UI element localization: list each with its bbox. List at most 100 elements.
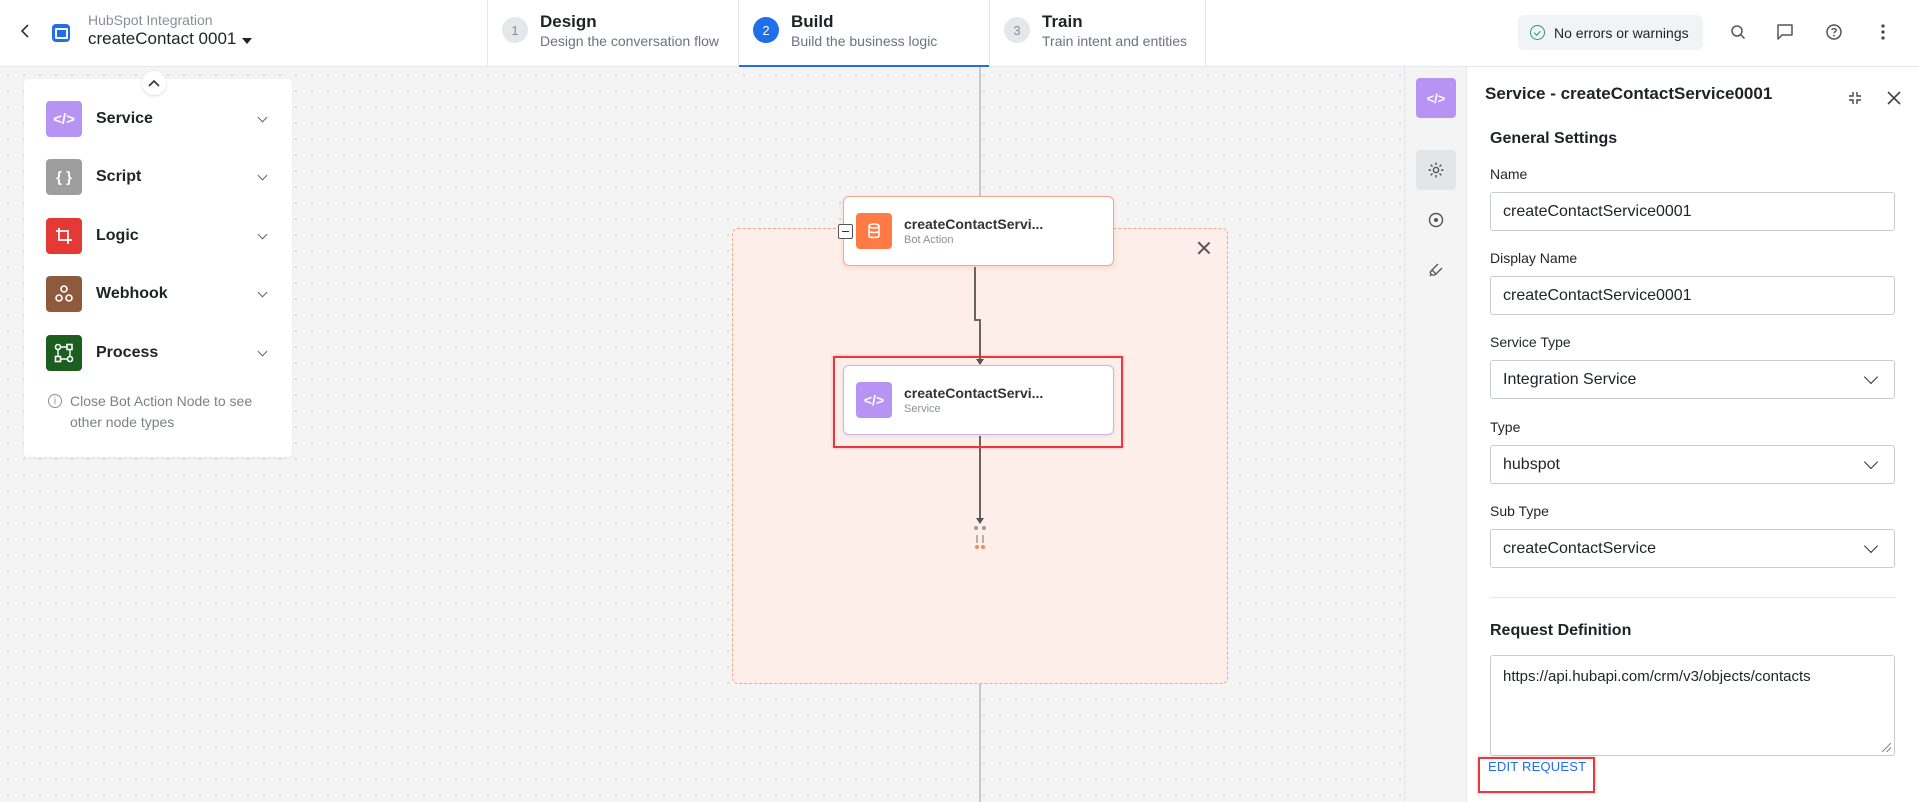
help-icon — [1826, 24, 1842, 40]
step-number: 1 — [502, 17, 528, 43]
type-select[interactable]: hubspot — [1490, 445, 1895, 484]
top-header: HubSpot Integration createContact 0001 1… — [0, 0, 1919, 68]
name-input[interactable]: createContactService0001 — [1490, 192, 1895, 231]
chevron-down-icon — [1863, 538, 1879, 553]
close-panel-button[interactable] — [1883, 87, 1905, 109]
panel-title: Service - createContactService0001 — [1485, 84, 1773, 103]
palette-item-logic[interactable]: Logic — [46, 218, 274, 254]
chevron-down-icon — [257, 287, 268, 297]
step-tabs: 1 Design Design the conversation flow 2 … — [487, 0, 1206, 68]
search-icon — [1731, 25, 1746, 40]
chat-button[interactable] — [1773, 20, 1797, 44]
service-type-select[interactable]: Integration Service — [1490, 360, 1895, 399]
request-url-textarea[interactable]: https://api.hubapi.com/crm/v3/objects/co… — [1490, 655, 1895, 756]
braces-icon: { } — [46, 159, 82, 195]
flow-canvas[interactable]: </> Service { } Script Logic Webhook — [0, 67, 1404, 802]
code-icon: </> — [1416, 78, 1456, 118]
app-icon — [52, 24, 70, 42]
collapse-node-button[interactable] — [838, 224, 853, 239]
more-options-button[interactable] — [1871, 20, 1895, 44]
node-subtitle: Bot Action — [904, 234, 954, 246]
palette-item-service[interactable]: </> Service — [46, 101, 274, 137]
node-subtitle: Service — [904, 403, 941, 415]
general-settings-heading: General Settings — [1490, 130, 1618, 147]
chevron-down-icon — [1863, 369, 1879, 384]
chevron-up-icon — [148, 79, 160, 87]
tab-train[interactable]: 3 Train Train intent and entities — [990, 0, 1206, 67]
plug-icon — [1429, 263, 1443, 277]
status-badge[interactable]: No errors or warnings — [1518, 15, 1703, 50]
step-description: Design the conversation flow — [540, 33, 719, 49]
chevron-down-icon — [257, 112, 268, 122]
app-title-dropdown[interactable]: createContact 0001 — [88, 29, 253, 49]
chevron-down-icon — [257, 229, 268, 239]
chevron-down-icon — [257, 346, 268, 356]
palette-note: i Close Bot Action Node to see other nod… — [48, 391, 278, 433]
back-button[interactable] — [14, 20, 36, 42]
collapse-palette-button[interactable] — [142, 71, 166, 95]
close-icon — [1887, 91, 1901, 105]
settings-tab[interactable] — [1416, 150, 1456, 190]
palette-item-label: Process — [96, 344, 159, 361]
gear-icon — [1428, 162, 1444, 178]
minimize-icon — [1849, 92, 1861, 104]
step-description: Train intent and entities — [1042, 33, 1188, 49]
sub-type-select[interactable]: createContactService — [1490, 529, 1895, 568]
app-subtitle: HubSpot Integration — [88, 12, 213, 28]
plug-tab[interactable] — [1416, 250, 1456, 290]
chevron-left-icon — [20, 24, 29, 38]
tab-build[interactable]: 2 Build Build the business logic — [739, 0, 990, 68]
target-icon — [1428, 212, 1444, 228]
palette-item-label: Webhook — [96, 285, 168, 302]
display-name-input[interactable]: createContactService0001 — [1490, 276, 1895, 315]
check-circle-icon — [1530, 25, 1545, 40]
edit-request-link[interactable]: EDIT REQUEST — [1488, 759, 1587, 774]
step-number: 2 — [753, 17, 779, 43]
bot-action-node[interactable]: createContactServi... Bot Action — [838, 196, 1114, 266]
request-url: https://api.hubapi.com/crm/v3/objects/co… — [1503, 668, 1811, 685]
chevron-down-icon — [1863, 454, 1879, 469]
palette-item-process[interactable]: Process — [46, 335, 274, 371]
display-name-label: Display Name — [1490, 250, 1578, 266]
connector-line — [979, 677, 981, 802]
resize-grip-icon[interactable] — [1882, 743, 1891, 752]
minimize-button[interactable] — [1844, 87, 1866, 109]
step-number: 3 — [1004, 17, 1030, 43]
code-icon: </> — [856, 382, 892, 418]
request-definition-heading: Request Definition — [1490, 622, 1632, 639]
step-title: Train — [1042, 12, 1083, 31]
service-type-value: Integration Service — [1503, 370, 1637, 388]
node-title: createContactServi... — [904, 385, 1044, 401]
palette-item-script[interactable]: { } Script — [46, 159, 274, 195]
palette-item-webhook[interactable]: Webhook — [46, 276, 274, 312]
node-palette: </> Service { } Script Logic Webhook — [24, 71, 292, 457]
name-label: Name — [1490, 166, 1528, 182]
database-icon — [856, 213, 892, 249]
webhook-icon — [46, 276, 82, 312]
palette-item-label: Logic — [96, 227, 139, 244]
node-title: createContactServi... — [904, 216, 1044, 232]
sub-type-label: Sub Type — [1490, 503, 1549, 519]
close-group-button[interactable] — [1195, 239, 1213, 257]
type-label: Type — [1490, 419, 1521, 435]
more-vertical-icon — [1881, 24, 1885, 40]
service-node[interactable]: </> createContactServi... Service — [843, 365, 1114, 435]
service-properties-panel: </> Service - createContactService0001 G… — [1404, 67, 1919, 802]
info-icon: i — [48, 394, 62, 408]
sub-type-value: createContactService — [1503, 539, 1656, 557]
status-text: No errors or warnings — [1554, 24, 1689, 41]
target-tab[interactable] — [1416, 200, 1456, 240]
divider — [1490, 597, 1895, 598]
highlight-box — [1478, 757, 1595, 793]
process-icon — [46, 335, 82, 371]
logic-icon — [46, 218, 82, 254]
palette-note-text: Close Bot Action Node to see other node … — [70, 393, 253, 430]
chat-icon — [1777, 24, 1793, 40]
search-button[interactable] — [1726, 20, 1750, 44]
type-value: hubspot — [1503, 455, 1560, 473]
step-description: Build the business logic — [791, 33, 938, 49]
step-title: Design — [540, 12, 597, 31]
help-button[interactable] — [1822, 20, 1846, 44]
tab-design[interactable]: 1 Design Design the conversation flow — [488, 0, 739, 67]
app-title: createContact 0001 — [88, 29, 237, 48]
